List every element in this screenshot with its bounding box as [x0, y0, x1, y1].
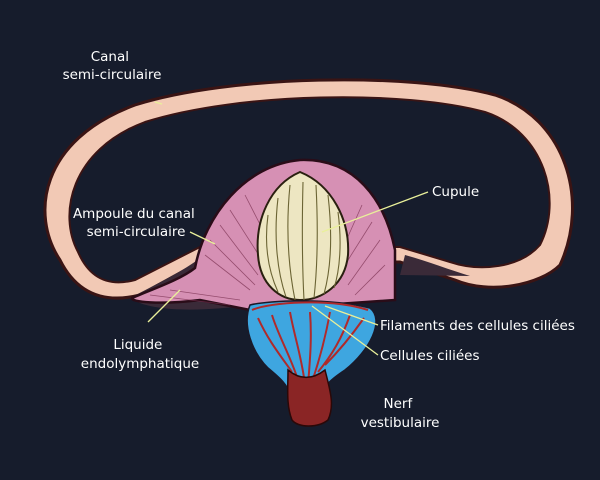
label-nerf: Nerf vestibulaire	[361, 396, 440, 431]
cupula-striations	[265, 181, 341, 301]
leader-lines	[147, 101, 429, 356]
label-ampoule: Ampoule du canal semi-circulaire	[73, 206, 199, 240]
vestibular-nerve	[286, 368, 333, 427]
label-nerf-line2: vestibulaire	[361, 415, 440, 431]
label-nerf-line1: Nerf	[383, 396, 413, 412]
label-canal-line1: Canal	[91, 49, 129, 65]
label-canal-line2: semi-circulaire	[63, 67, 162, 83]
label-ampoule-line1: Ampoule du canal	[73, 206, 195, 222]
canal-endolymph-right	[400, 255, 470, 276]
hair-cell-region	[246, 300, 377, 396]
label-ampoule-line2: semi-circulaire	[87, 224, 186, 240]
label-canal: Canal semi-circulaire	[63, 49, 162, 83]
label-cupule: Cupule	[432, 184, 479, 200]
label-cellules: Cellules ciliées	[380, 348, 480, 364]
label-filaments: Filaments des cellules ciliées	[380, 318, 575, 334]
label-liquide-line1: Liquide	[113, 337, 162, 353]
label-liquide: Liquide endolymphatique	[81, 337, 199, 372]
label-liquide-line2: endolymphatique	[81, 356, 199, 372]
